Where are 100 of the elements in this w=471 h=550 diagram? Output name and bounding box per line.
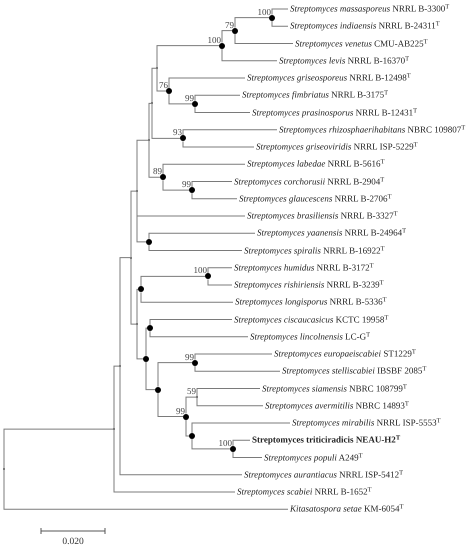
tree-branch — [150, 319, 232, 326]
tree-branch — [130, 190, 138, 258]
taxon-label: Streptomyces siamensis NBRC 108799$^{T}$ — [262, 383, 407, 394]
bootstrap-value: 99 — [185, 92, 194, 103]
tree-branch — [156, 68, 166, 92]
tree-branch — [148, 244, 242, 251]
node-dot — [189, 432, 195, 439]
tree-branch — [136, 190, 146, 242]
taxon-label: Streptomyces aurantiacus NRRL ISP-5412$^{T}$ — [244, 469, 404, 480]
bootstrap-value: 100 — [208, 34, 221, 45]
tree-branch — [146, 328, 148, 356]
taxon-label: Streptomyces massasporeus NRRL B-3300$^{T}$ — [290, 4, 450, 14]
tree-branch — [182, 140, 254, 148]
tree-branch — [208, 267, 232, 274]
tree-branch — [148, 102, 152, 141]
tree-branch — [196, 388, 260, 398]
tree-branch — [194, 354, 272, 360]
tree-branch — [140, 292, 234, 303]
tree-branch — [232, 440, 250, 446]
bootstrap-value: 100 — [218, 438, 232, 448]
tree-branch — [148, 140, 160, 178]
tree-branch — [114, 428, 236, 492]
taxon-label: Streptomyces europaeiscabiei ST1229$^{T}$ — [274, 348, 416, 360]
tree-branch — [114, 366, 120, 430]
tree-branch — [148, 232, 256, 240]
tree-branch — [192, 192, 238, 200]
tree-branch — [162, 164, 246, 175]
taxon-label: Streptomyces triticiradicis NEAU-H2$^{T}$ — [252, 434, 400, 446]
node-dot — [192, 360, 198, 366]
tree-branch — [234, 17, 270, 28]
tree-branch — [272, 20, 288, 27]
tree-branch — [152, 68, 158, 104]
taxon-label: Streptomyces griseoviridis NRRL ISP-5229$^{T}$ — [256, 142, 418, 152]
taxon-label: Streptomyces populi A249$^{T}$ — [264, 452, 363, 463]
bootstrap-value: 100 — [258, 6, 271, 17]
tree-branch — [140, 276, 206, 287]
taxon-label: Streptomyces griseosporeus NRRL B-12498$^{T}$ — [247, 72, 411, 84]
taxon-label: Streptomyces stelliscabiei IBSBF 2085$^{T}$ — [282, 366, 426, 377]
tree-branch — [4, 428, 114, 470]
taxon-label: Streptomyces indiaensis NRRL B-24311$^{T}$ — [290, 20, 440, 32]
tree-branch — [232, 451, 262, 458]
node-dot — [269, 14, 275, 21]
tree-branch — [162, 180, 190, 191]
bootstrap-value: 79 — [225, 20, 234, 30]
node-dot — [180, 135, 186, 142]
tree-branch — [182, 129, 278, 136]
taxon-label: Streptomyces brasiliensis NRRL B-3327$^{T}$ — [247, 210, 398, 222]
tree-branch — [136, 288, 138, 325]
taxon-label: Streptomyces lincolnensis LC-G$^{T}$ — [250, 331, 370, 342]
taxon-label: Streptomyces labedae NRRL B-5616$^{T}$ — [247, 158, 385, 170]
tree-branch — [192, 181, 232, 188]
taxon-label: Streptomyces fimbriatus NRRL B-3175$^{T}$ — [242, 90, 388, 101]
tree-branch — [208, 278, 232, 286]
tree-branch — [186, 419, 190, 436]
bootstrap-value: 89 — [153, 166, 162, 176]
tree-branch — [192, 422, 290, 434]
node-dot — [205, 273, 211, 280]
taxon-label: Kitasatospora setae KM-6054$^{T}$ — [290, 504, 404, 515]
taxon-label: Streptomyces longisporus NRRL B-5336$^{T}$ — [235, 296, 387, 308]
tree-branch — [120, 366, 242, 476]
tree-branch — [196, 396, 264, 406]
tree-branch — [186, 396, 198, 414]
tree-branch — [130, 257, 138, 325]
bootstrap-value: 99 — [182, 179, 191, 190]
node-dot — [183, 414, 189, 420]
taxon-label: Streptomyces levis NRRL B-16370$^{T}$ — [279, 55, 410, 66]
tree-branch — [136, 324, 144, 360]
tree-branch — [156, 45, 220, 69]
taxon-label: Streptomyces prasinosporus NRRL B-12431$^{T}$ — [252, 107, 418, 118]
tree-branch — [222, 48, 278, 62]
taxon-label: Streptomyces rhizosphaerihabitans NBRC 109807$^{T}$ — [279, 124, 466, 136]
tree-branch — [168, 78, 246, 88]
node-dot — [219, 42, 225, 49]
taxon-label: Streptomyces avermitilis NBRC 14893$^{T}$ — [265, 400, 409, 412]
taxon-label: Streptomyces humidus NRRL B-3172$^{T}$ — [234, 262, 374, 274]
bootstrap-value: 59 — [187, 386, 196, 396]
node-dot — [160, 174, 166, 180]
tree-branch — [194, 365, 280, 372]
bootstrap-value: 99 — [185, 352, 194, 362]
taxon-label: Streptomyces rishiriensis NRRL B-3239$^{T}$ — [234, 280, 384, 290]
tree-branch — [120, 257, 132, 367]
tree-branch — [158, 362, 192, 388]
tree-branch — [234, 33, 294, 44]
node-dot — [155, 386, 161, 393]
scale-value: 0.020 — [62, 537, 84, 548]
node-dot — [230, 446, 236, 452]
taxon-label: Streptomyces scabiei NRRL B-1652$^{T}$ — [237, 486, 372, 498]
tree-branch — [194, 106, 250, 113]
tree-branch — [146, 361, 156, 390]
node-dot — [146, 238, 152, 245]
tree-branch — [168, 93, 192, 104]
tree-branch — [222, 30, 232, 44]
tree-branch — [272, 8, 288, 16]
tree-branch — [150, 330, 248, 338]
tree-branch — [136, 140, 150, 192]
taxon-label: Streptomyces venetus CMU-AB225$^{T}$ — [295, 38, 428, 49]
bootstrap-value: 76 — [159, 80, 168, 90]
tree-branch — [192, 438, 230, 450]
tree-branch — [152, 102, 180, 139]
taxon-label: Streptomyces yaanensis NRRL B-24964$^{T}$ — [257, 228, 406, 239]
